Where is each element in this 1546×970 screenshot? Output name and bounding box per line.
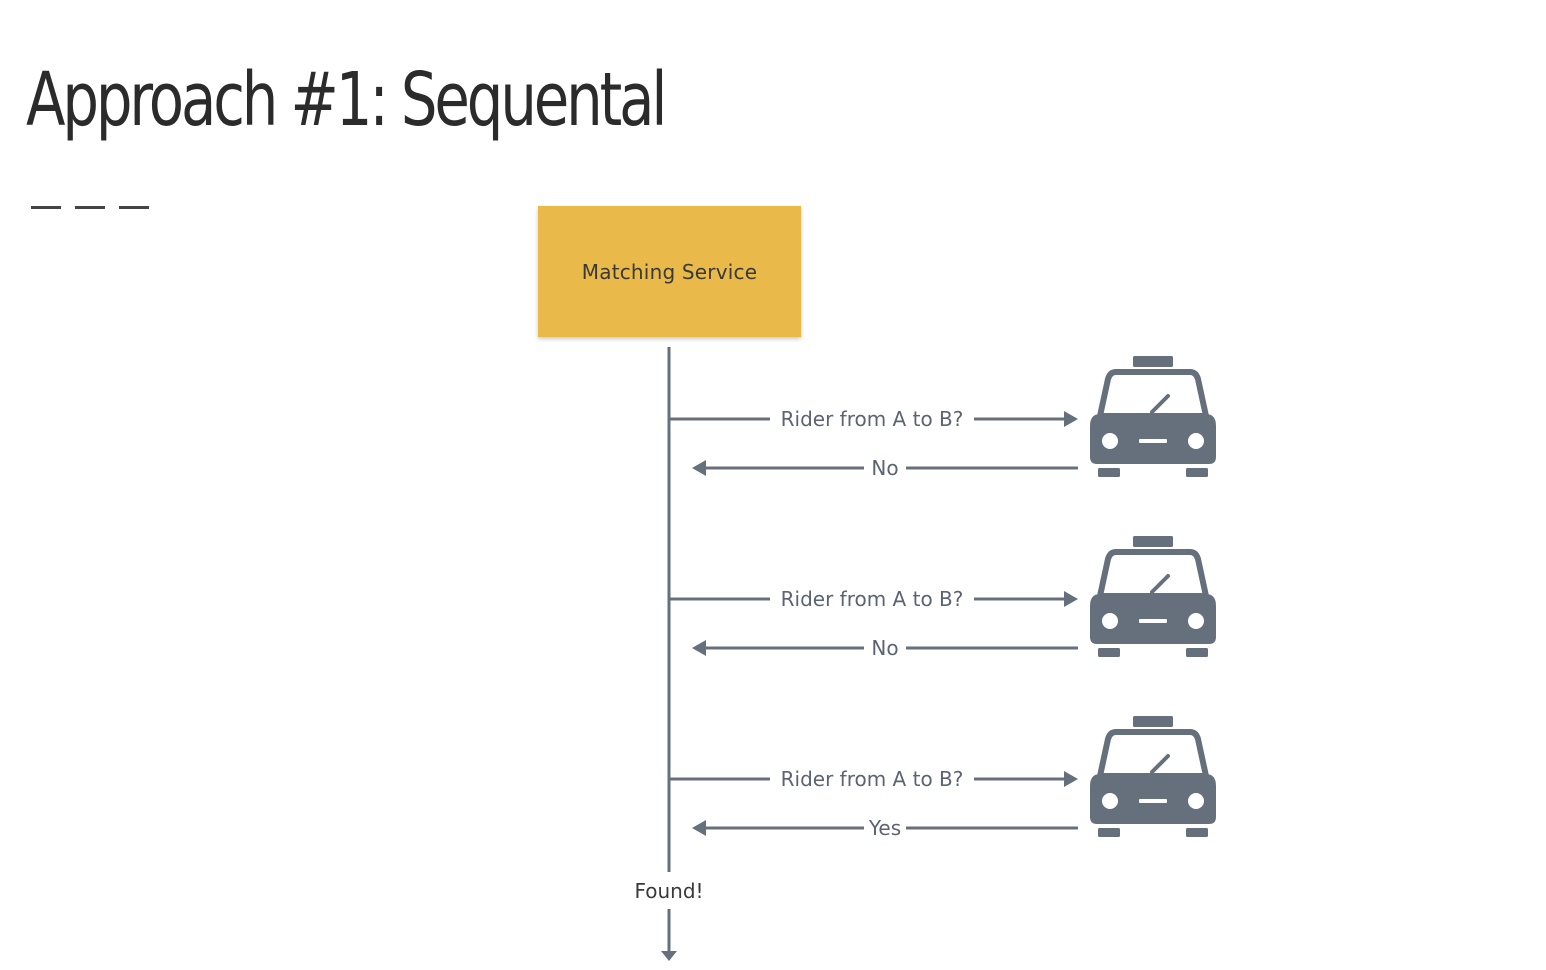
underline-dash [31, 206, 61, 209]
response-label: No [871, 456, 898, 480]
underline-dash [119, 206, 149, 209]
request-arrow-head [1064, 591, 1078, 607]
response-label: Yes [868, 816, 901, 840]
request-arrow-head [1064, 771, 1078, 787]
response-arrow-head [692, 640, 706, 656]
matching-service-box: Matching Service [538, 206, 801, 337]
found-arrow-head [661, 951, 677, 961]
request-label: Rider from A to B? [781, 767, 964, 791]
taxi-icon [1090, 716, 1216, 837]
request-label: Rider from A to B? [781, 587, 964, 611]
response-arrow-head [692, 820, 706, 836]
response-label: No [871, 636, 898, 660]
matching-service-label: Matching Service [581, 259, 758, 284]
taxi-icon [1090, 356, 1216, 477]
underline-dash [75, 206, 105, 209]
taxi-icon [1090, 536, 1216, 657]
request-label: Rider from A to B? [781, 407, 964, 431]
response-arrow-head [692, 460, 706, 476]
request-arrow-head [1064, 411, 1078, 427]
slide-title: Approach #1: Sequental [26, 57, 667, 143]
flow-lines: Found! [634, 347, 704, 961]
found-label: Found! [634, 879, 703, 903]
